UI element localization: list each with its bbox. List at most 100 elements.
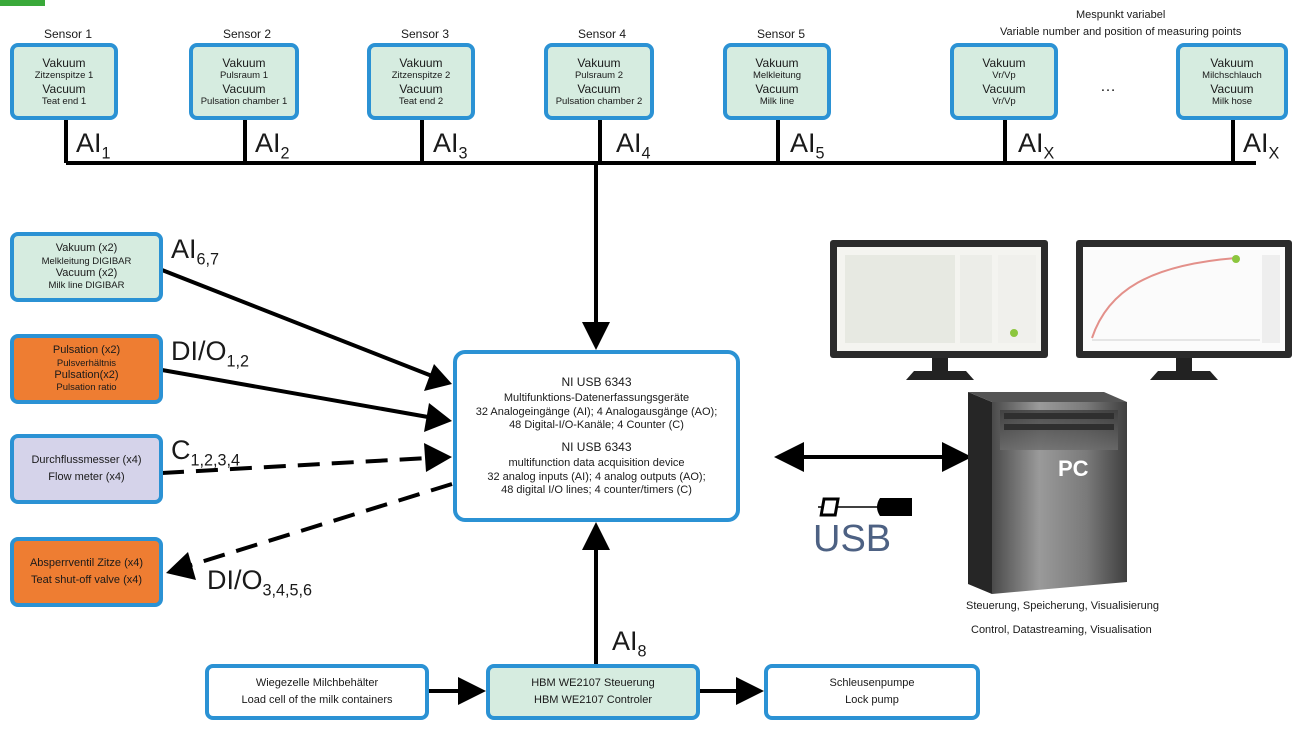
ai-label-2: AI2: [255, 128, 290, 163]
valve-line2: Teat shut-off valve (x4): [30, 574, 143, 586]
ai-label-5: AI5: [790, 128, 825, 163]
sensor-4-box: Vakuum Pulsraum 2 Vacuum Pulsation chamb…: [544, 43, 654, 120]
sensor-3-line3: Vacuum: [399, 81, 443, 96]
sensor-3-line1: Vakuum: [399, 55, 443, 70]
sensor-4-title: Sensor 4: [578, 27, 627, 41]
sensor-x2-line4: Milk hose: [1211, 95, 1253, 107]
ni-en-line1: 32 analog inputs (AI); 4 analog outputs …: [487, 470, 706, 483]
sensor-2-line1: Vakuum: [222, 55, 266, 70]
sensor-1-line1: Vakuum: [42, 55, 86, 70]
ni-pc-arrowhead-right: [942, 442, 972, 472]
sensor-5-line2: Melkleitung: [752, 70, 802, 82]
c-label-1-4: C1,2,3,4: [171, 435, 241, 470]
ai-label-6-7: AI6,7: [171, 234, 220, 269]
ni-de-line2: 48 Digital-I/O-Kanäle; 4 Counter (C): [509, 418, 684, 431]
pulsation-box: Pulsation (x2) Pulsverhältnis Pulsation(…: [10, 334, 163, 404]
lock-pump-box: Schleusenpumpe Lock pump: [764, 664, 980, 720]
sensor-1-line4: Teat end 1: [41, 95, 87, 107]
ai-label-8: AI8: [612, 626, 647, 661]
vacuum-digibar-line1: Vakuum (x2): [55, 242, 118, 255]
ni-usb-box: NI USB 6343 Multifunktions-Datenerfassun…: [453, 350, 740, 522]
ni-de-subtitle: Multifunktions-Datenerfassungsgeräte: [503, 392, 690, 405]
sensor-x1-line1: Vakuum: [982, 55, 1026, 70]
hbm-line2: HBM WE2107 Controler: [534, 694, 652, 706]
flow-meter-box: Durchflussmesser (x4) Flow meter (x4): [10, 434, 163, 504]
sensor-1-line2: Zitzenspitze 1: [34, 70, 94, 82]
vacuum-arrow: [161, 268, 433, 378]
sensor-x1-line4: Vr/Vp: [992, 95, 1016, 107]
pulsation-line2: Pulsverhältnis: [56, 357, 117, 369]
usb-label: USB: [813, 518, 892, 560]
valve-arrowhead: [166, 552, 196, 580]
pulsation-line1: Pulsation (x2): [52, 344, 121, 357]
valve-line1: Absperrventil Zitze (x4): [29, 556, 144, 569]
lock-pump-line1: Schleusenpumpe: [829, 676, 915, 689]
sensor-4-line2: Pulsraum 2: [574, 70, 624, 82]
ni-de-line1: 32 Analogeingänge (AI); 4 Analogausgänge…: [475, 405, 718, 418]
sensor-3-line4: Teat end 2: [398, 95, 444, 107]
sensor-2-title: Sensor 2: [223, 27, 272, 41]
sensor-2-line2: Pulsraum 1: [219, 70, 269, 82]
sensor-4-line3: Vacuum: [577, 81, 621, 96]
ai-label-x2: AIX: [1243, 128, 1280, 163]
sensor-1-box: Vakuum Zitzenspitze 1 Vacuum Teat end 1: [10, 43, 118, 120]
sensor-2-line3: Vacuum: [222, 81, 266, 96]
sensor-x2-box: Vakuum Milchschlauch Vacuum Milk hose: [1176, 43, 1288, 120]
monitor-right: [1076, 240, 1292, 380]
ni-en-line2: 48 digital I/O lines; 4 counter/timers (…: [501, 483, 692, 496]
pulsation-arrow: [161, 368, 429, 419]
dio-label-1-2: DI/O1,2: [171, 336, 250, 371]
pc-label: PC: [1058, 456, 1089, 481]
flow-arrowhead: [424, 443, 452, 472]
pc-caption-de: Steuerung, Speicherung, Visualisierung: [966, 600, 1160, 612]
hbm-controller-box: HBM WE2107 Steuerung HBM WE2107 Controle…: [486, 664, 700, 720]
sensor-x2-line1: Vakuum: [1210, 55, 1254, 70]
pulsation-line4: Pulsation ratio: [56, 382, 117, 394]
hbm-line1: HBM WE2107 Steuerung: [531, 676, 655, 689]
sensor-2-box: Vakuum Pulsraum 1 Vacuum Pulsation chamb…: [189, 43, 299, 120]
pulsation-line3: Pulsation(x2): [54, 369, 119, 381]
ai-label-x1: AIX: [1018, 128, 1055, 163]
hbm-to-ni-arrowhead: [582, 522, 610, 550]
sensor-4-line4: Pulsation chamber 2: [555, 95, 643, 107]
sensor-5-title: Sensor 5: [757, 27, 806, 41]
sensor-5-box: Vakuum Melkleitung Vacuum Milk line: [723, 43, 831, 120]
pc-caption-en: Control, Datastreaming, Visualisation: [971, 624, 1152, 636]
ni-pc-arrowhead-left: [774, 442, 804, 472]
sensor-x1-box: Vakuum Vr/Vp Vacuum Vr/Vp: [950, 43, 1058, 120]
valve-box: Absperrventil Zitze (x4) Teat shut-off v…: [10, 537, 163, 607]
variable-title-de: Mespunkt variabel: [1076, 9, 1166, 21]
load-cell-line1: Wiegezelle Milchbehälter: [255, 676, 379, 689]
vacuum-digibar-line3: Vacuum (x2): [55, 267, 118, 279]
usb-plug-icon: [818, 497, 912, 517]
load-cell-line2: Load cell of the milk containers: [241, 694, 393, 706]
lock-pump-line2: Lock pump: [845, 694, 899, 706]
sensor-x1-line2: Vr/Vp: [992, 70, 1016, 82]
valve-arrow: [187, 482, 453, 568]
ai-label-1: AI1: [76, 128, 111, 163]
ni-en-title: NI USB 6343: [561, 440, 632, 454]
ai-label-4: AI4: [616, 128, 651, 163]
pulsation-arrowhead: [424, 403, 452, 432]
load-to-hbm-arrowhead: [458, 677, 486, 705]
sensor-5-line1: Vakuum: [755, 55, 799, 70]
sensor-x2-line3: Vacuum: [1210, 81, 1254, 96]
vacuum-digibar-line4: Milk line DIGIBAR: [48, 280, 125, 292]
vacuum-digibar-box: Vakuum (x2) Melkleitung DIGIBAR Vacuum (…: [10, 232, 163, 302]
corner-accent: [0, 0, 45, 6]
sensor-x2-line2: Milchschlauch: [1202, 70, 1262, 82]
sensor-5-line3: Vacuum: [755, 81, 799, 96]
sensor-4-line1: Vakuum: [577, 55, 621, 70]
sensor-5-line4: Milk line: [759, 95, 795, 107]
hbm-to-pump-arrowhead: [736, 677, 764, 705]
variable-title-en: Variable number and position of measurin…: [1000, 26, 1242, 38]
sensor-3-line2: Zitzenspitze 2: [391, 70, 451, 82]
ni-de-title: NI USB 6343: [561, 375, 632, 390]
ni-en-subtitle: multifunction data acquisition device: [508, 457, 685, 470]
flow-arrow: [161, 456, 429, 475]
sensor-2-line4: Pulsation chamber 1: [200, 95, 288, 107]
pc-tower-icon: [968, 392, 1127, 594]
flow-meter-line1: Durchflussmesser (x4): [31, 453, 142, 466]
